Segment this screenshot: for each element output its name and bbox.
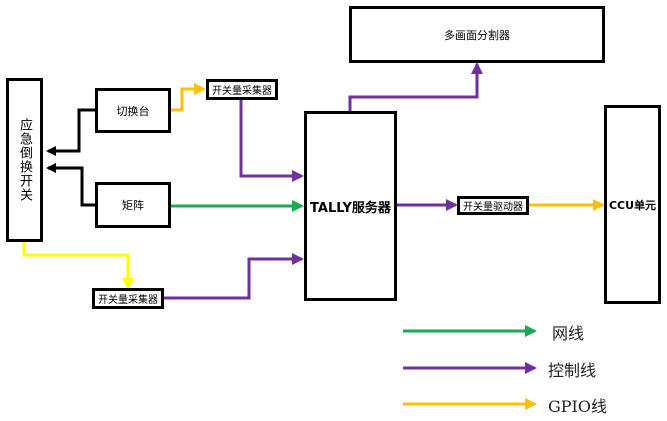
node-tally-server-label: TALLY服务器 (310, 200, 391, 216)
node-matrix-label: 矩阵 (122, 199, 144, 212)
node-multiviewer: 多画面分割器 (349, 6, 605, 63)
node-emergency-switch: 应急倒换开关 (6, 78, 43, 242)
legend-label-control: 控制线 (548, 361, 597, 380)
node-collector-top: 开关量采集器 (206, 79, 278, 100)
edge-collector-bottom-to-tally (163, 253, 304, 300)
node-switcher: 切换台 (95, 88, 171, 133)
node-collector-bottom: 开关量采集器 (92, 288, 164, 309)
node-tally-server: TALLY服务器 (304, 111, 397, 301)
edge-switcher-to-emergency (46, 108, 96, 156)
node-ccu: CCU单元 (604, 105, 661, 304)
node-driver-label: 开关量驱动器 (463, 202, 523, 213)
edge-collector-top-to-tally (239, 99, 304, 182)
edge-switcher-to-collector-top (170, 83, 206, 112)
node-switcher-label: 切换台 (116, 104, 150, 118)
legend-label-gpio: GPIO线 (548, 397, 607, 416)
node-ccu-label: CCU单元 (608, 198, 657, 212)
node-driver: 开关量驱动器 (457, 196, 529, 215)
edge-matrix-to-emergency (46, 163, 96, 207)
node-matrix: 矩阵 (95, 182, 171, 228)
edge-tally-to-multiviewer (348, 62, 483, 112)
node-collector-top-label: 开关量采集器 (212, 86, 272, 97)
node-emergency-switch-label: 应急倒换开关 (17, 118, 32, 202)
legend-label-network: 网线 (552, 324, 585, 343)
node-collector-bottom-label: 开关量采集器 (98, 295, 158, 306)
edge-emergency-to-collector-bottom (22, 240, 134, 290)
node-multiviewer-label: 多画面分割器 (444, 28, 510, 42)
